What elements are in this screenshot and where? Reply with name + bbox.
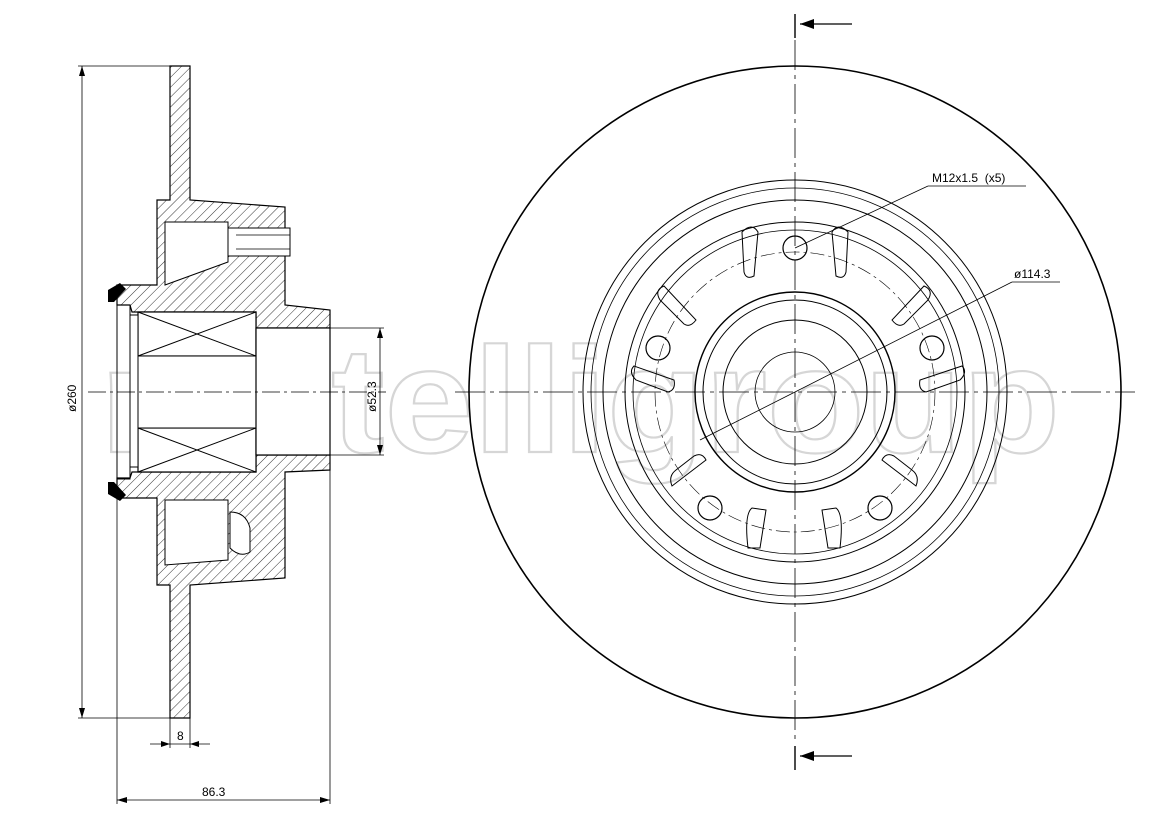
bolt-hole — [645, 335, 671, 361]
section-view — [108, 65, 331, 719]
dim-thickness: 8 — [150, 718, 210, 748]
thread-label: M12x1.5 (x5) — [932, 171, 1005, 185]
leader-thread: M12x1.5 (x5) — [794, 171, 1026, 249]
section-upper — [116, 65, 331, 329]
bolt-hole — [867, 495, 893, 521]
section-marker-bottom — [794, 746, 852, 770]
dim-bore-diameter: ø52.3 — [330, 327, 384, 456]
dim-overall-diameter: ø260 — [65, 65, 170, 719]
section-lower — [116, 454, 331, 719]
front-view — [455, 40, 1135, 744]
dim-overall-diameter-label: ø260 — [65, 384, 79, 412]
dim-bore-diameter-label: ø52.3 — [365, 381, 379, 412]
bolt-hole — [919, 335, 945, 361]
pcd-label: ø114.3 — [1014, 267, 1051, 281]
section-marker-top — [794, 14, 852, 38]
dim-total-height: 86.3 — [116, 455, 331, 804]
bolt-hole — [697, 495, 723, 521]
dim-total-height-label: 86.3 — [202, 785, 226, 799]
dim-thickness-label: 8 — [177, 729, 184, 743]
leader-pcd: ø114.3 — [699, 267, 1060, 441]
